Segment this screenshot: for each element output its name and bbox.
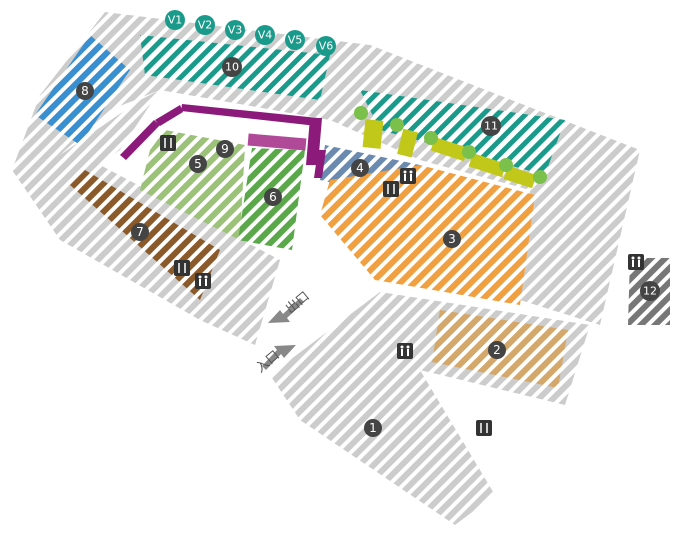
restaurant-icon[interactable] xyxy=(383,181,399,197)
zone-marker-11-label: 11 xyxy=(484,120,498,133)
vendor-marker-v1-label: V1 xyxy=(168,14,183,27)
vendor-marker-v4[interactable]: V4 xyxy=(255,25,275,45)
zone-marker-1-label: 1 xyxy=(369,421,377,435)
vendor-marker-v3-label: V3 xyxy=(228,24,243,37)
entrance-arrow-icon xyxy=(262,345,296,370)
zone-marker-12-label: 12 xyxy=(643,285,657,298)
zone-5-area xyxy=(140,130,245,240)
vendor-marker-v2-label: V2 xyxy=(198,19,213,32)
zone-3-area xyxy=(320,165,535,305)
vendor-marker-v1[interactable]: V1 xyxy=(165,10,185,30)
zone-11-area xyxy=(360,90,565,175)
zone-marker-9-label: 9 xyxy=(221,142,229,156)
restaurant-icon[interactable] xyxy=(160,135,176,151)
restroom-icon[interactable] xyxy=(628,254,644,270)
restroom-icon[interactable] xyxy=(400,168,416,184)
zone-marker-4-label: 4 xyxy=(356,161,364,175)
restaurant-icon[interactable] xyxy=(174,260,190,276)
restroom-icon[interactable] xyxy=(195,273,211,289)
vendor-marker-v6[interactable]: V6 xyxy=(316,36,336,56)
zone-marker-2-label: 2 xyxy=(493,343,501,357)
zone-marker-3[interactable]: 3 xyxy=(443,230,461,248)
zone-marker-12[interactable]: 12 xyxy=(640,281,660,301)
zone-marker-9[interactable]: 9 xyxy=(216,140,234,158)
zone-marker-10[interactable]: 10 xyxy=(222,57,242,77)
zone-marker-5-label: 5 xyxy=(194,157,202,171)
green-dots xyxy=(354,106,547,184)
vendor-marker-v2[interactable]: V2 xyxy=(195,15,215,35)
zone-marker-6[interactable]: 6 xyxy=(264,188,282,206)
gray-area-north xyxy=(12,12,640,325)
vendor-marker-v6-label: V6 xyxy=(319,40,334,53)
zone-marker-2[interactable]: 2 xyxy=(488,341,506,359)
restaurant-icon[interactable] xyxy=(476,420,492,436)
zone-marker-10-label: 10 xyxy=(225,61,239,74)
exit-arrow-icon xyxy=(268,298,304,323)
zone-marker-5[interactable]: 5 xyxy=(189,155,207,173)
vendor-marker-v5[interactable]: V5 xyxy=(285,30,305,50)
zone-marker-7[interactable]: 7 xyxy=(131,223,149,241)
zone-marker-6-label: 6 xyxy=(269,190,277,204)
vendor-marker-v5-label: V5 xyxy=(288,34,303,47)
zone-marker-11[interactable]: 11 xyxy=(481,116,501,136)
zone-marker-4[interactable]: 4 xyxy=(351,159,369,177)
zone-marker-3-label: 3 xyxy=(448,232,456,246)
zone-9-strip xyxy=(247,133,307,151)
zone-marker-8-label: 8 xyxy=(81,84,89,98)
vendor-marker-v4-label: V4 xyxy=(258,29,273,42)
zone-marker-1[interactable]: 1 xyxy=(364,419,382,437)
vendor-marker-v3[interactable]: V3 xyxy=(225,20,245,40)
exit-sign: 出口 xyxy=(268,289,313,323)
purple-walkway xyxy=(120,104,326,178)
zone-marker-8[interactable]: 8 xyxy=(76,82,94,100)
restroom-icon[interactable] xyxy=(397,343,413,359)
lime-blocks xyxy=(362,119,537,189)
zone-marker-7-label: 7 xyxy=(136,225,144,239)
